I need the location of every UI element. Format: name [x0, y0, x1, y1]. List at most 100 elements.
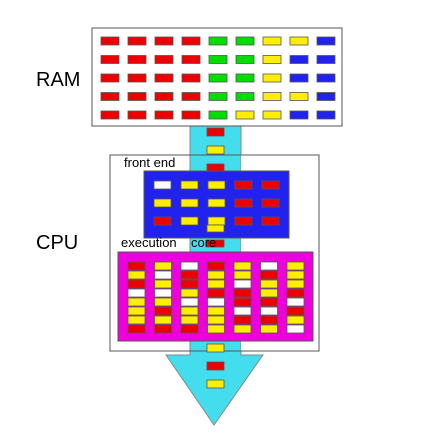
execution-cell: [233, 261, 252, 271]
ram-cell: [289, 92, 309, 101]
ram-cell: [235, 110, 255, 120]
execution-cell: [286, 306, 305, 316]
ram-cell: [127, 55, 147, 64]
execution-cell: [286, 297, 305, 307]
front-end-cell: [207, 216, 226, 226]
ram-cell: [316, 55, 336, 64]
ram-cell: [100, 110, 120, 120]
execution-cell: [260, 270, 278, 280]
execution-cell: [233, 270, 252, 280]
front-end-cell: [234, 216, 253, 226]
execution-cell: [286, 288, 305, 298]
ram-cell: [235, 36, 255, 46]
execution-cell: [154, 324, 172, 334]
front-end-cell: [180, 180, 199, 190]
execution-cell: [127, 306, 146, 316]
execution-cell: [286, 270, 305, 280]
pipe-between-cells: [206, 224, 225, 248]
ram-cell: [289, 36, 309, 46]
front-end-cell: [207, 180, 226, 190]
pipe-lower-cells: [206, 343, 225, 389]
ram-cell: [181, 36, 201, 46]
ram-cell: [235, 55, 255, 64]
front-end-cell: [153, 216, 172, 226]
execution-cell: [180, 306, 199, 316]
ram-cell: [262, 73, 282, 83]
execution-cell: [207, 288, 225, 298]
execution-cell: [207, 270, 225, 280]
ram-cell: [127, 73, 147, 83]
ram-cell: [100, 73, 120, 83]
ram-cell: [154, 36, 174, 46]
ram-cell: [181, 73, 201, 83]
execution-cell: [154, 297, 172, 307]
ram-cell: [316, 110, 336, 120]
ram-cell: [181, 110, 201, 120]
execution-cell: [233, 315, 252, 325]
ram-cell: [289, 110, 309, 120]
execution-cell: [180, 297, 199, 307]
ram-cell: [235, 92, 255, 101]
execution-cell: [286, 261, 305, 271]
front-end-label: front end: [124, 155, 175, 170]
ram-cell: [100, 92, 120, 101]
execution-cell: [233, 324, 252, 334]
pipe-cell: [206, 224, 225, 233]
ram-cell: [316, 92, 336, 101]
execution-cell: [260, 261, 278, 271]
ram-cell: [208, 92, 228, 101]
execution-cell: [180, 261, 199, 271]
execution-cell-columns: [127, 261, 305, 334]
execution-cell: [127, 297, 146, 307]
execution-cell: [260, 315, 278, 325]
ram-cell: [154, 73, 174, 83]
ram-cell: [316, 36, 336, 46]
execution-cell: [286, 315, 305, 325]
execution-cell: [154, 288, 172, 298]
ram-cell: [154, 92, 174, 101]
execution-cell: [286, 279, 305, 289]
core-label: core: [191, 235, 216, 250]
execution-cell: [207, 279, 225, 289]
front-end-cell: [261, 180, 280, 190]
front-end-cell: [234, 180, 253, 190]
execution-cell: [207, 261, 225, 271]
ram-cell: [154, 55, 174, 64]
ram-cell: [208, 110, 228, 120]
execution-cell: [154, 306, 172, 316]
execution-cell: [127, 315, 146, 325]
ram-cell: [208, 73, 228, 83]
ram-cell: [100, 55, 120, 64]
execution-cell: [127, 288, 146, 298]
execution-cell: [260, 324, 278, 334]
front-end-cell: [261, 216, 280, 226]
execution-cell: [154, 261, 172, 271]
pipe-cell: [206, 145, 225, 155]
execution-cell: [207, 315, 225, 325]
ram-cell: [289, 73, 309, 83]
execution-cell: [233, 279, 252, 289]
front-end-cell: [180, 216, 199, 226]
execution-cell: [127, 270, 146, 280]
execution-cell: [260, 306, 278, 316]
front-end-cell: [234, 198, 253, 208]
ram-label: RAM: [36, 69, 80, 91]
pipe-cell: [206, 343, 225, 353]
ram-cell: [208, 36, 228, 46]
front-end-cell: [207, 198, 226, 208]
execution-cell: [260, 279, 278, 289]
ram-cell: [100, 36, 120, 46]
execution-cell: [154, 279, 172, 289]
ram-cell: [181, 92, 201, 101]
front-end-cell-grid: [153, 180, 280, 226]
ram-cell: [127, 92, 147, 101]
ram-cell: [316, 73, 336, 83]
ram-cell: [262, 110, 282, 120]
execution-cell: [127, 279, 146, 289]
ram-cell-grid: [100, 36, 336, 120]
ram-cell: [127, 36, 147, 46]
front-end-cell: [153, 180, 172, 190]
execution-cell: [127, 324, 146, 334]
ram-cell: [154, 110, 174, 120]
